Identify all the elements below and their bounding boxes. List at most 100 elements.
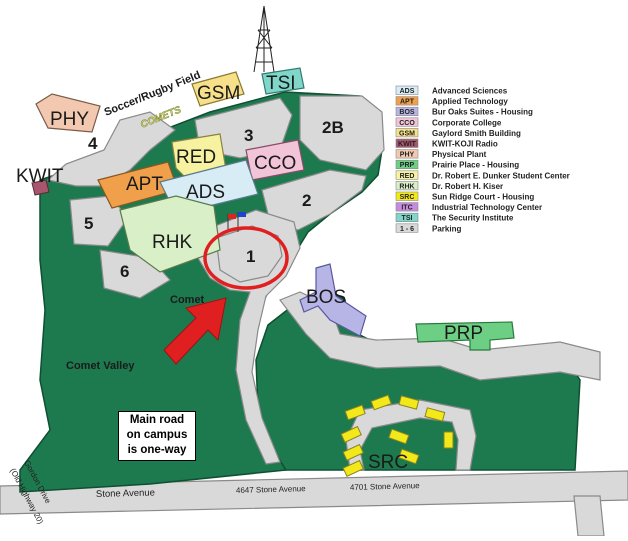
legend-item: RHK Dr. Robert H. Kiser	[395, 181, 503, 191]
stone-avenue-road	[0, 470, 628, 515]
parking-lot-2b[interactable]: 2B	[322, 118, 344, 137]
legend-swatch	[395, 181, 419, 191]
arrow-icon	[163, 297, 227, 365]
building-red-label: RED	[176, 147, 216, 168]
legend-label: Dr. Robert E. Dunker Student Center	[432, 171, 570, 180]
legend-swatch	[395, 85, 419, 95]
legend-swatch	[395, 159, 419, 169]
legend-swatch	[395, 149, 419, 159]
legend-code: ADS	[400, 88, 415, 95]
notice-line-1: Main road	[129, 414, 185, 426]
building-src[interactable]: SRC	[340, 394, 454, 477]
building-apt[interactable]: APT	[97, 161, 179, 209]
campus-pavement	[46, 95, 601, 471]
legend-swatch	[395, 212, 419, 222]
building-tsi-label: TSI	[266, 73, 296, 94]
legend-label: Applied Technology	[432, 97, 508, 106]
legend-label: Corporate College	[432, 118, 502, 127]
building-bos-label: BOS	[306, 287, 346, 308]
legend-label: Bur Oaks Suites - Housing	[432, 108, 533, 117]
parking-lot-6[interactable]: 6	[120, 262, 129, 281]
parking-lot-2[interactable]: 2	[302, 191, 311, 210]
legend-label: Gaylord Smith Building	[432, 129, 521, 138]
address-4701-label: 4701 Stone Avenue	[350, 481, 420, 492]
legend-swatch	[395, 138, 419, 148]
legend-item: ITC Industrial Technology Center	[395, 202, 542, 212]
building-kwit-label: KWIT	[16, 166, 64, 187]
legend-item: 1 - 6 Parking	[395, 223, 461, 233]
one-way-notice: Main road on campus is one-way	[118, 411, 196, 461]
legend-label: Industrial Technology Center	[432, 203, 542, 212]
building-prp-label: PRP	[444, 323, 483, 344]
legend-label: The Security Institute	[432, 214, 514, 223]
legend-code: BOS	[399, 109, 415, 116]
soccer-field-text: Soccer/Rugby Field	[103, 69, 203, 119]
comet-valley-label: Comet Valley	[66, 360, 135, 372]
legend-item: BOS Bur Oaks Suites - Housing	[395, 106, 533, 117]
legend-swatch	[395, 202, 419, 212]
building-gsm-label: GSM	[197, 83, 240, 104]
building-rhk[interactable]: RHK	[119, 195, 221, 273]
building-src-label: SRC	[368, 452, 408, 473]
notice-line-3: is one-way	[127, 444, 187, 456]
building-gsm[interactable]: GSM	[191, 71, 245, 107]
parking-lot-3[interactable]: 3	[244, 126, 253, 145]
legend-code: APT	[400, 99, 415, 106]
building-kwit[interactable]: KWIT	[16, 166, 64, 196]
legend-label: Prairie Place - Housing	[432, 161, 519, 170]
legend-code: SRC	[400, 194, 415, 201]
legend-swatch	[395, 96, 419, 106]
legend-code: CCO	[399, 120, 415, 127]
legend-swatch	[395, 223, 419, 233]
building-tsi[interactable]: TSI	[261, 67, 305, 95]
building-rhk-label: RHK	[152, 232, 192, 253]
legend-code: ITC	[401, 205, 412, 212]
legend-label: Dr. Robert H. Kiser	[432, 182, 503, 191]
legend-code: 1 - 6	[400, 226, 414, 233]
building-bos[interactable]: BOS	[299, 263, 367, 337]
legend-item: CCO Corporate College	[395, 117, 502, 127]
legend-item: GSM Gaylord Smith Building	[395, 128, 521, 138]
legend-item: PHY Physical Plant	[395, 149, 487, 159]
legend-code: RED	[400, 173, 415, 180]
parking-lot-4[interactable]: 4	[88, 134, 98, 153]
building-apt-label: APT	[126, 174, 163, 195]
building-prp[interactable]: PRP	[415, 321, 515, 351]
legend-item: RED Dr. Robert E. Dunker Student Center	[395, 170, 570, 180]
legend-code: TSI	[402, 215, 413, 222]
notice-line-2: on campus	[126, 429, 188, 441]
legend-item: TSI The Security Institute	[395, 212, 514, 223]
legend-swatch	[395, 170, 419, 180]
legend-code: GSM	[399, 130, 415, 137]
building-ads-label: ADS	[186, 182, 225, 203]
stone-avenue-label: Stone Avenue	[96, 487, 155, 500]
building-phy[interactable]: PHY	[35, 93, 101, 133]
legend-code: KWIT	[398, 141, 417, 148]
legend-label: KWIT-KOJI Radio	[432, 140, 498, 149]
legend-swatch	[395, 128, 419, 138]
legend-code: RHK	[399, 183, 414, 190]
legend-swatch	[395, 106, 419, 116]
legend-label: Advanced Sciences	[432, 87, 508, 96]
parking-lot-5[interactable]: 5	[84, 214, 93, 233]
address-4647-label: 4647 Stone Avenue	[236, 484, 306, 495]
parking-lot-1[interactable]: 1	[246, 247, 255, 266]
legend-label: Sun Ridge Court - Housing	[432, 193, 534, 202]
radio-tower-icon	[253, 5, 275, 73]
building-phy-label: PHY	[50, 109, 89, 130]
legend-swatch	[395, 117, 419, 127]
legend-code: PHY	[400, 152, 415, 159]
legend-item: SRC Sun Ridge Court - Housing	[395, 191, 534, 202]
building-red[interactable]: RED	[171, 133, 227, 179]
building-cco-label: CCO	[254, 153, 296, 174]
building-cco[interactable]: CCO	[245, 139, 305, 181]
legend-label: Parking	[432, 224, 461, 233]
parking-lot-labels: 4 3 2B 5 2 6 1	[84, 118, 344, 281]
legend-swatch	[395, 191, 419, 201]
legend-label: Physical Plant	[432, 150, 487, 159]
gordon-drive-road	[573, 495, 605, 537]
comet-area-label: Comet	[170, 294, 205, 306]
